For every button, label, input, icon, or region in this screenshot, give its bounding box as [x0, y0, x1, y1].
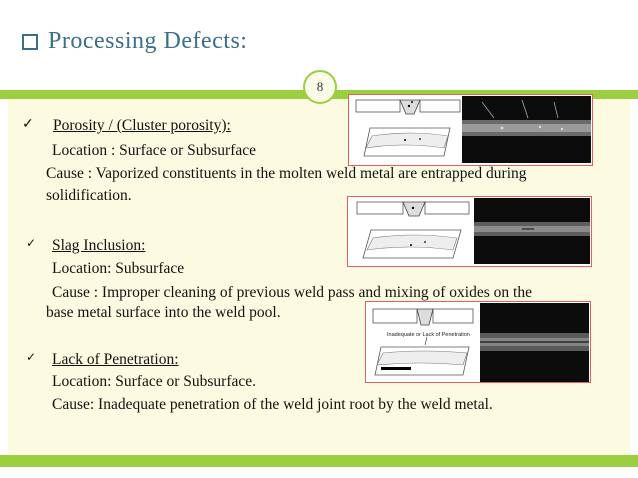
slag-location: Location: Subsurface: [52, 260, 185, 277]
porosity-diagram: [355, 99, 461, 157]
section-heading-lack-of-penetration: Lack of Penetration:: [52, 351, 179, 368]
lack-of-penetration-figure: Inadequate or Lack of Penetration: [365, 301, 591, 383]
checkmark-icon: ✓: [26, 350, 37, 364]
slag-diagram: [356, 201, 470, 259]
section-heading-slag: Slag Inclusion:: [52, 237, 146, 254]
slag-cause-line2: base metal surface into the weld pool.: [46, 304, 281, 321]
porosity-cause-line2: solidification.: [46, 187, 132, 204]
slag-radiograph: [474, 198, 590, 264]
checkmark-icon: ✓: [26, 236, 37, 250]
porosity-figure: [348, 94, 593, 166]
bottom-accent-bar: [0, 455, 638, 467]
checkmark-icon: ✓: [22, 117, 34, 132]
page-title: Processing Defects:: [48, 28, 248, 54]
lack-of-penetration-diagram: Inadequate or Lack of Penetration: [372, 308, 474, 376]
checkbox-square-icon: [22, 33, 38, 50]
porosity-cause-line1: Cause : Vaporized constituents in the mo…: [46, 165, 527, 182]
section-heading-porosity: Porosity / (Cluster porosity):: [53, 117, 231, 134]
lack-of-penetration-location: Location: Surface or Subsurface.: [52, 373, 257, 390]
lack-of-penetration-radiograph: [480, 303, 589, 382]
slag-cause-line1: Cause : Improper cleaning of previous we…: [52, 284, 532, 301]
porosity-location: Location : Surface or Subsurface: [52, 142, 257, 159]
porosity-radiograph: [462, 96, 591, 163]
title-row: Processing Defects:: [22, 28, 247, 55]
figure-label-lack-of-penetration: Inadequate or Lack of Penetration: [387, 332, 470, 338]
lack-of-penetration-cause: Cause: Inadequate penetration of the wel…: [52, 396, 493, 413]
slag-figure: [347, 196, 592, 267]
page-number: 8: [303, 70, 337, 104]
